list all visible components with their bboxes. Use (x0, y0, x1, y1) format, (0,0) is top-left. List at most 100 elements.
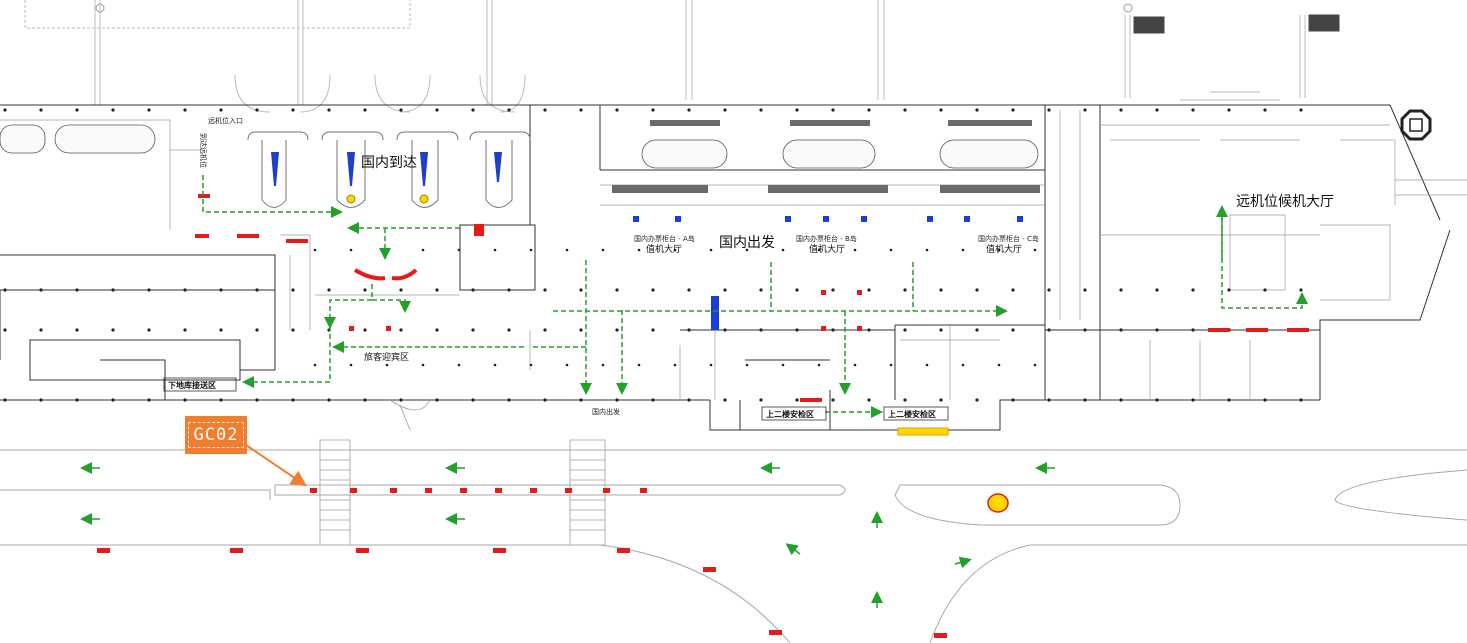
column-dot (831, 328, 835, 332)
column-dot (867, 328, 871, 332)
column-dot (457, 363, 461, 367)
column-dot (219, 108, 223, 112)
column-dot (1033, 363, 1037, 367)
column-dot (507, 328, 511, 332)
checkin-c-line2: 值机大厅 (986, 243, 1022, 255)
column-dot (327, 288, 331, 292)
column-dot (111, 108, 115, 112)
column-dot (1011, 398, 1015, 402)
column-dot (493, 248, 497, 252)
column-dot (435, 288, 439, 292)
checkin-a-line2: 值机大厅 (646, 243, 682, 255)
security-left-label: 上二楼安检区 (766, 409, 814, 419)
column-dot (399, 398, 403, 402)
column-dot (1155, 328, 1159, 332)
column-dot (385, 363, 389, 367)
column-dot (349, 363, 353, 367)
column-dot (39, 108, 43, 112)
column-dot (183, 288, 187, 292)
column-dot (889, 363, 893, 367)
column-dot (507, 108, 511, 112)
roundabout-marker (987, 493, 1009, 513)
column-dot (3, 328, 7, 332)
column-dot (1119, 328, 1123, 332)
greeting-area-label: 旅客迎宾区 (364, 351, 409, 363)
column-dot (1227, 398, 1231, 402)
departure-entrance-label: 国内出发 (592, 407, 620, 416)
passenger-routes (202, 175, 1308, 418)
column-dot (759, 328, 763, 332)
column-dot (723, 288, 727, 292)
column-dot (831, 108, 835, 112)
column-dot (543, 398, 547, 402)
column-dot (1299, 108, 1303, 112)
column-dot (651, 288, 655, 292)
column-dot (831, 398, 835, 402)
column-dot (111, 398, 115, 402)
column-dot (363, 288, 367, 292)
column-dot (1119, 288, 1123, 292)
column-dot (1047, 108, 1051, 112)
column-dot (925, 363, 929, 367)
column-dot (291, 398, 295, 402)
column-dot (39, 288, 43, 292)
column-dot (39, 398, 43, 402)
column-dot (435, 328, 439, 332)
column-dot (111, 288, 115, 292)
domestic-arrival-label: 国内到达 (361, 155, 417, 171)
gc02-callout-text: GC02 (187, 422, 245, 448)
traffic-arrows (80, 462, 1055, 608)
column-dot (75, 108, 79, 112)
column-dot (349, 248, 353, 252)
security-marker (897, 427, 949, 436)
column-dot (421, 363, 425, 367)
column-dot (255, 108, 259, 112)
column-dot (75, 328, 79, 332)
domestic-departure-label: 国内出发 (719, 235, 775, 251)
column-dot (903, 108, 907, 112)
column-dot (1083, 108, 1087, 112)
column-dot (939, 288, 943, 292)
column-dot (1299, 288, 1303, 292)
remote-waiting-hall-label: 远机位候机大厅 (1236, 194, 1334, 210)
column-dot (615, 328, 619, 332)
column-dot (1083, 398, 1087, 402)
column-dot (471, 288, 475, 292)
column-dot (1155, 288, 1159, 292)
gc02-callout-tag: GC02 (185, 416, 247, 454)
column-dot (385, 248, 389, 252)
column-dot (1299, 398, 1303, 402)
label-frames (163, 377, 949, 421)
column-dot (327, 398, 331, 402)
column-dot (1227, 108, 1231, 112)
column-dot (255, 328, 259, 332)
checkin-a-line1: 国内办票柜台 - A岛 (634, 234, 695, 243)
column-dot (1011, 288, 1015, 292)
column-dot (507, 288, 511, 292)
column-dot (975, 108, 979, 112)
column-dot (183, 398, 187, 402)
column-dot (543, 108, 547, 112)
checkin-islands (0, 124, 1039, 169)
column-dot (651, 328, 655, 332)
column-dot (997, 248, 1001, 252)
column-dot (471, 398, 475, 402)
baggage-point-icon (346, 194, 356, 204)
column-dot (255, 398, 259, 402)
column-dot (831, 288, 835, 292)
column-dot (363, 328, 367, 332)
column-dot (723, 108, 727, 112)
greeting-barrier (353, 268, 418, 281)
column-dot (493, 363, 497, 367)
column-dot (853, 248, 857, 252)
column-dot (579, 108, 583, 112)
column-dot (975, 328, 979, 332)
checkin-b-line1: 国内办票柜台 - B岛 (796, 234, 857, 243)
column-dot (673, 363, 677, 367)
column-dot (3, 108, 7, 112)
column-dot (723, 328, 727, 332)
column-dot (673, 248, 677, 252)
column-dot (709, 363, 713, 367)
column-dot (781, 363, 785, 367)
column-dot (39, 328, 43, 332)
